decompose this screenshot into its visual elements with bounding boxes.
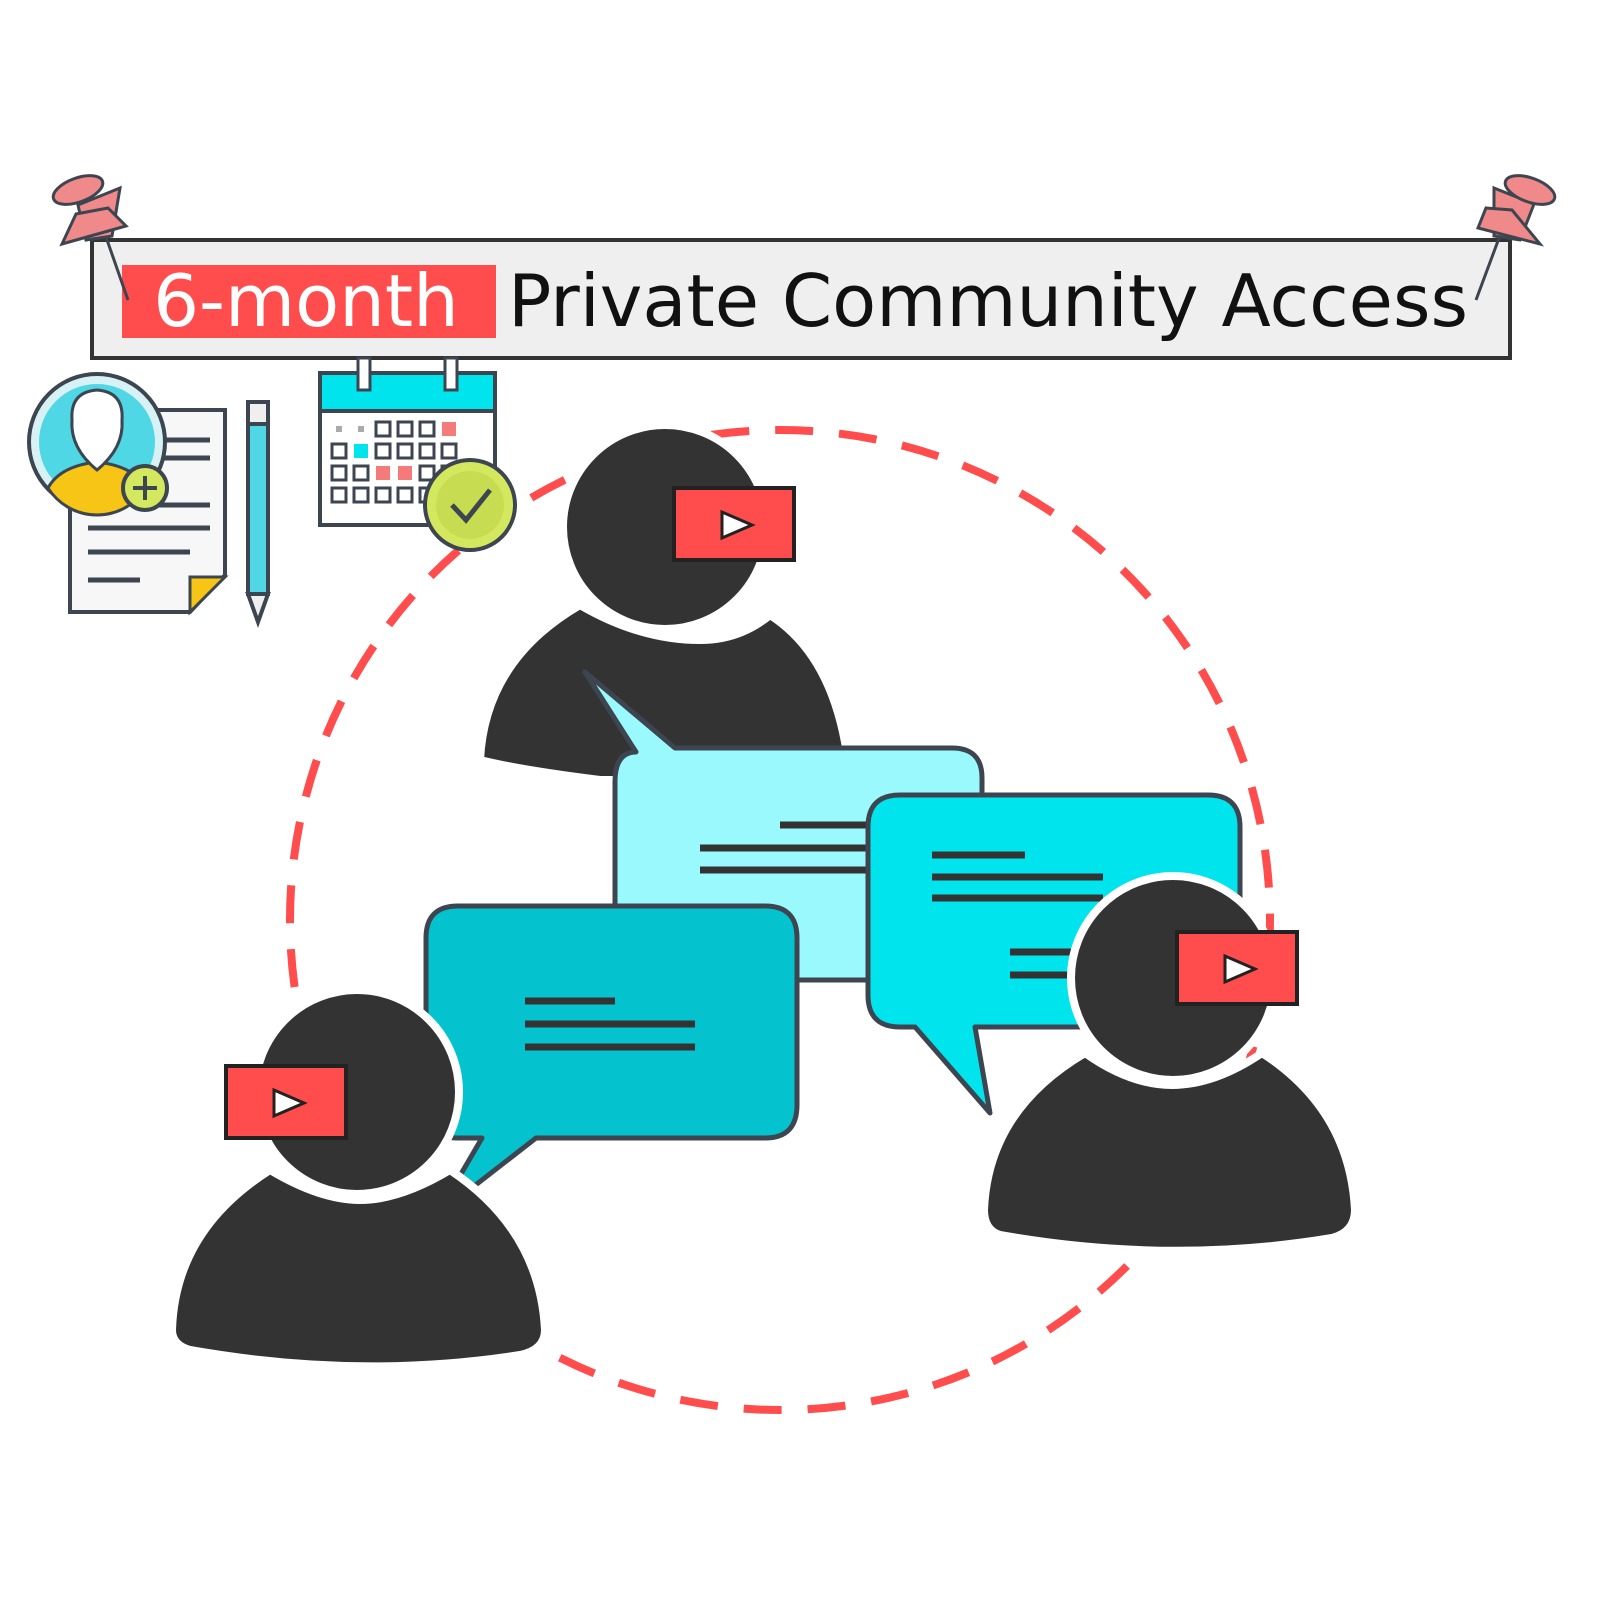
person-top-icon <box>476 421 854 784</box>
pushpin-right-icon <box>1474 174 1557 301</box>
chat-bubble-mid-icon <box>423 903 800 1218</box>
pencil-icon <box>245 400 271 628</box>
dashed-community-circle <box>286 426 1274 1414</box>
video-play-icon-bottom-left <box>224 1064 348 1140</box>
banner-highlight <box>122 265 496 338</box>
add-user-plus-icon <box>121 464 169 512</box>
check-badge-icon <box>423 458 517 552</box>
banner-highlight-text: 6-month <box>153 259 458 343</box>
pushpin-left-icon <box>51 174 130 301</box>
person-bottom-right-icon <box>980 872 1359 1255</box>
person-bottom-left-icon <box>168 986 549 1371</box>
video-play-icon-top <box>672 486 796 562</box>
video-play-icon-bottom-right <box>1175 930 1299 1006</box>
banner-title-text: Private Community Access <box>508 259 1468 343</box>
banner: 6-month Private Community Access <box>90 238 1512 360</box>
